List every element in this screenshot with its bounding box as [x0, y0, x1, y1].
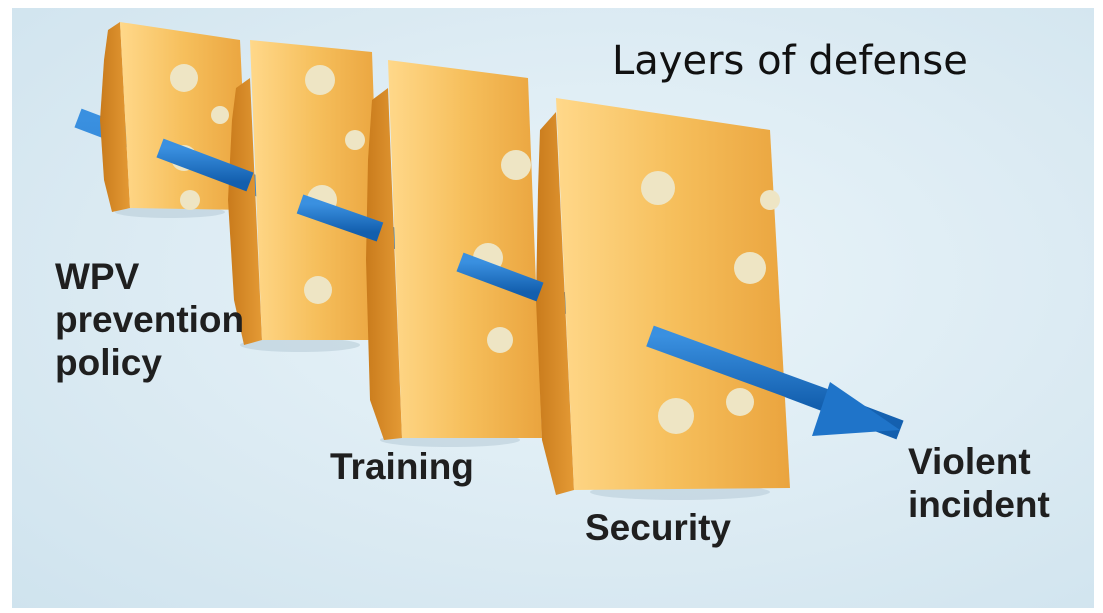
- cheese-slice-security: [536, 98, 790, 500]
- cheese-slice-policy: [100, 22, 248, 218]
- cheese-slice-training: [366, 60, 542, 447]
- label-outcome: Violent incident: [908, 441, 1050, 525]
- threat-arrow-through-holes: [156, 138, 900, 436]
- label-policy: WPV prevention policy: [55, 256, 245, 383]
- diagram-title: Layers of defense: [612, 38, 968, 84]
- cheese-slice-2: [228, 40, 382, 352]
- label-security: Security: [585, 507, 732, 548]
- arrow-head: [812, 382, 900, 436]
- label-training: Training: [330, 446, 474, 487]
